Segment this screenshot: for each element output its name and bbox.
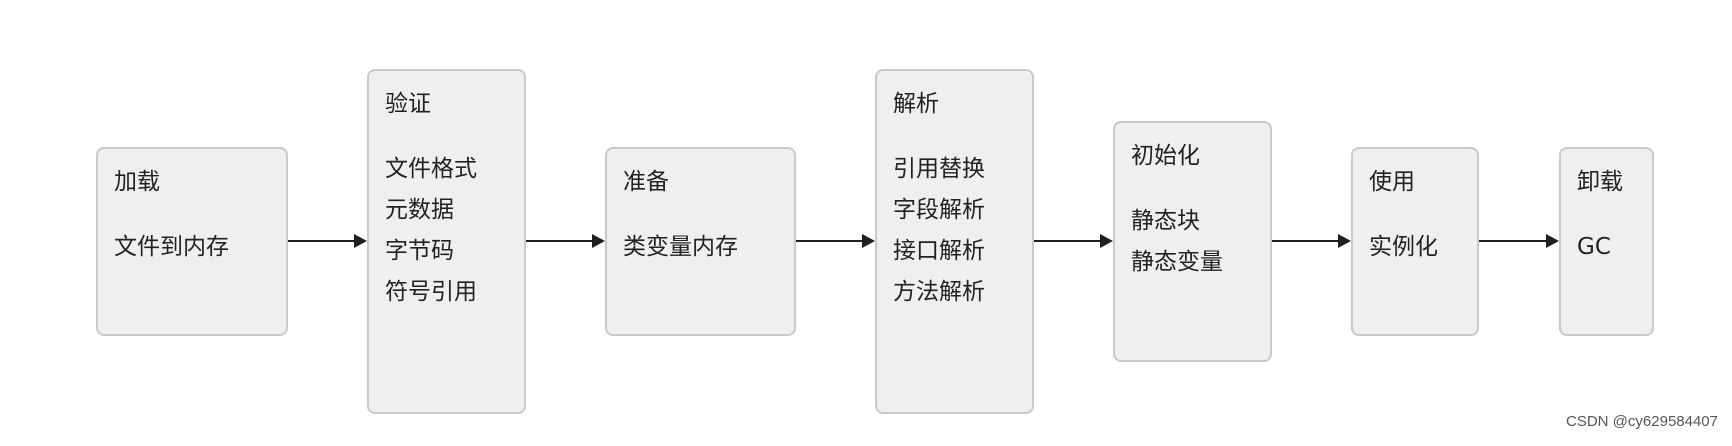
stage-item: 方法解析 <box>893 279 985 305</box>
stage-items: 引用替换 字段解析 接口解析 方法解析 <box>893 149 1016 313</box>
stage-item: 元数据 <box>385 197 454 223</box>
stage-items: 文件格式 元数据 字节码 符号引用 <box>385 149 508 313</box>
stage-items: 类变量内存 <box>623 227 778 268</box>
stage-item: 实例化 <box>1369 234 1438 260</box>
stage-items: 文件到内存 <box>114 227 270 268</box>
arrow-prepare-to-resolve <box>796 234 875 248</box>
stage-item: 静态变量 <box>1131 249 1223 275</box>
stage-verify: 验证 文件格式 元数据 字节码 符号引用 <box>367 69 526 414</box>
stage-items: 静态块 静态变量 <box>1131 201 1254 283</box>
stage-title: 卸载 <box>1577 169 1623 195</box>
stage-item: 符号引用 <box>385 279 477 305</box>
arrow-resolve-to-initialize <box>1034 234 1113 248</box>
stage-item: 字节码 <box>385 238 454 264</box>
arrow-load-to-verify <box>288 234 367 248</box>
stage-resolve: 解析 引用替换 字段解析 接口解析 方法解析 <box>875 69 1034 414</box>
stage-item: 字段解析 <box>893 197 985 223</box>
stage-items: 实例化 <box>1369 227 1461 268</box>
stage-title: 准备 <box>623 169 669 195</box>
stage-item: 静态块 <box>1131 208 1200 234</box>
stage-initialize: 初始化 静态块 静态变量 <box>1113 121 1272 362</box>
stage-unload: 卸载 GC <box>1559 147 1654 336</box>
stage-title: 加载 <box>114 169 160 195</box>
stage-prepare: 准备 类变量内存 <box>605 147 796 336</box>
stage-item: 接口解析 <box>893 238 985 264</box>
stage-items: GC <box>1577 227 1636 268</box>
stage-title: 初始化 <box>1131 143 1200 169</box>
stage-item: GC <box>1577 234 1611 260</box>
stage-item: 文件到内存 <box>114 234 229 260</box>
stage-title: 使用 <box>1369 169 1415 195</box>
stage-title: 验证 <box>385 91 431 117</box>
stage-title: 解析 <box>893 91 939 117</box>
arrow-use-to-unload <box>1479 234 1559 248</box>
arrow-initialize-to-use <box>1272 234 1351 248</box>
stage-item: 类变量内存 <box>623 234 738 260</box>
watermark-text: CSDN @cy629584407 <box>1566 413 1718 430</box>
arrow-verify-to-prepare <box>526 234 605 248</box>
stage-load: 加载 文件到内存 <box>96 147 288 336</box>
stage-item: 文件格式 <box>385 156 477 182</box>
stage-item: 引用替换 <box>893 156 985 182</box>
stage-use: 使用 实例化 <box>1351 147 1479 336</box>
